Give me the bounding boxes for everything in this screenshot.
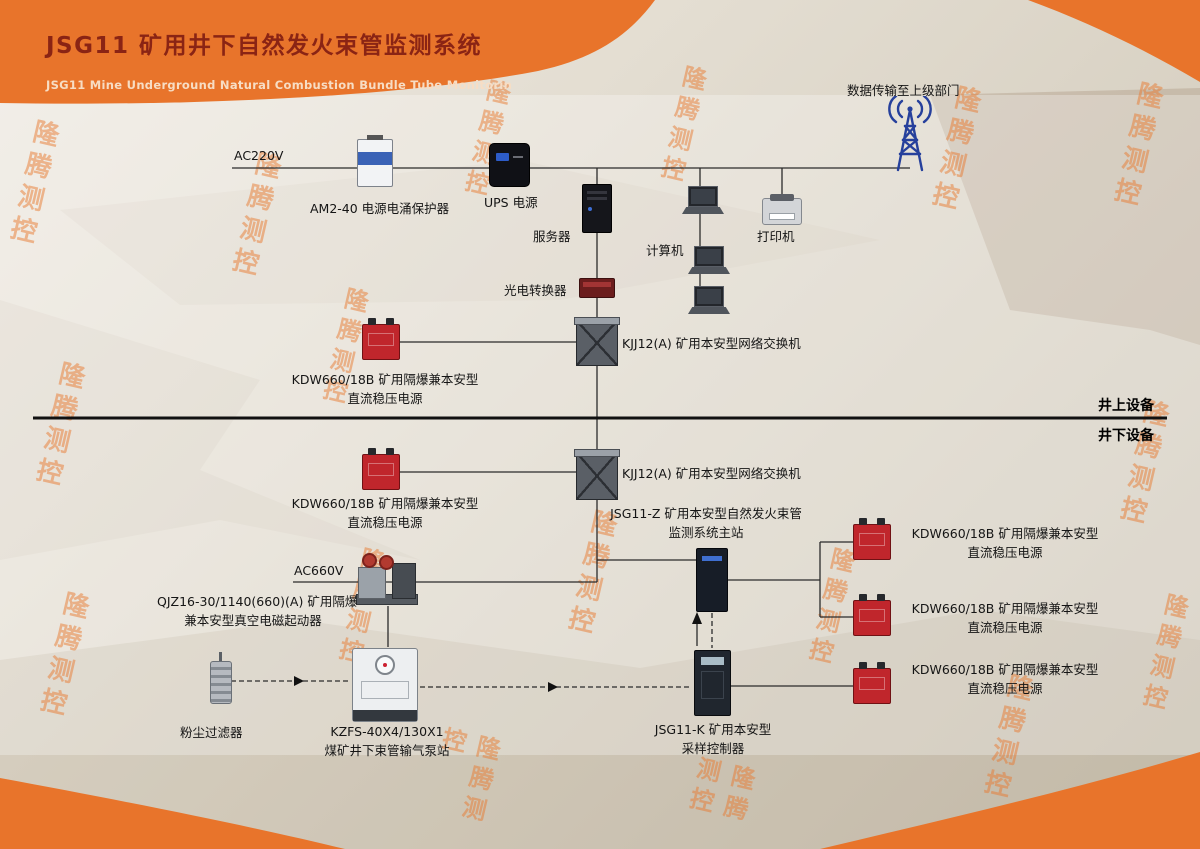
kdw-power-label-line1: KDW660/18B 矿用隔爆兼本安型 — [911, 662, 1099, 677]
underground-equipment-label: 井下设备 — [1098, 428, 1154, 444]
surface-equipment-label: 井上设备 — [1098, 398, 1154, 414]
bottom-right-swoosh — [820, 752, 1200, 849]
jsg11z-main-station-icon — [696, 548, 728, 612]
kdw-power-supply-icon — [362, 448, 400, 490]
computer-icon — [688, 286, 730, 314]
ups-icon — [489, 143, 530, 187]
kdw-power-supply-icon — [853, 518, 891, 560]
network-switch-label: KJJ12(A) 矿用本安型网络交换机 — [622, 466, 801, 481]
dust-filter-label: 粉尘过滤器 — [180, 725, 243, 740]
jsg11k-label-line2: 采样控制器 — [681, 740, 745, 756]
kdw-power-supply-icon — [362, 318, 400, 360]
qjz-starter-label: QJZ16-30/1140(660)(A) 矿用隔爆 兼本安型真空电磁起动器 — [157, 593, 358, 631]
kdw-power-label: KDW660/18B 矿用隔爆兼本安型 直流稳压电源 — [287, 371, 483, 409]
kzfs-pump-label: KZFS-40X4/130X1 煤矿井下束管输气泵站 — [312, 723, 462, 761]
qjz-label-line1: QJZ16-30/1140(660)(A) 矿用隔爆 — [157, 594, 358, 609]
qjz-starter-icon — [356, 553, 418, 605]
jsg11k-label-line1: JSG11-K 矿用本安型 — [654, 722, 772, 737]
jsg11k-sampling-controller-icon — [694, 650, 731, 716]
kdw-power-label-line2: 直流稳压电源 — [967, 680, 1043, 696]
computer-label: 计算机 — [646, 243, 684, 258]
computer-icon — [682, 186, 724, 214]
jsg11z-label-line1: JSG11-Z 矿用本安型自然发火束管 — [610, 506, 802, 521]
ups-label: UPS 电源 — [484, 195, 538, 210]
ac220v-label: AC220V — [234, 148, 284, 163]
flow-arrow-right — [294, 676, 304, 686]
kdw-power-label: KDW660/18B 矿用隔爆兼本安型 直流稳压电源 — [902, 600, 1108, 638]
printer-icon — [762, 194, 802, 225]
kdw-power-label: KDW660/18B 矿用隔爆兼本安型 直流稳压电源 — [902, 525, 1108, 563]
network-switch-icon — [574, 317, 620, 366]
kdw-power-label-line2: 直流稳压电源 — [347, 514, 423, 530]
qjz-label-line2: 兼本安型真空电磁起动器 — [184, 612, 322, 628]
network-switch-icon — [574, 449, 620, 500]
kdw-power-label-line2: 直流稳压电源 — [967, 544, 1043, 560]
kdw-power-label-line1: KDW660/18B 矿用隔爆兼本安型 — [291, 496, 479, 511]
page-title: JSG11 矿用井下自然发火束管监测系统 — [46, 33, 483, 59]
kdw-power-supply-icon — [853, 594, 891, 636]
kdw-power-label-line1: KDW660/18B 矿用隔爆兼本安型 — [911, 526, 1099, 541]
server-icon — [582, 184, 612, 233]
kdw-power-label: KDW660/18B 矿用隔爆兼本安型 直流稳压电源 — [902, 661, 1108, 699]
kdw-power-supply-icon — [853, 662, 891, 704]
header-band — [0, 0, 655, 104]
kdw-power-label-line1: KDW660/18B 矿用隔爆兼本安型 — [291, 372, 479, 387]
kzfs-pump-station-icon — [352, 648, 418, 722]
antenna-icon — [888, 96, 932, 172]
kdw-power-label-line1: KDW660/18B 矿用隔爆兼本安型 — [911, 601, 1099, 616]
optical-converter-icon — [579, 278, 615, 298]
optical-converter-label: 光电转换器 — [504, 283, 567, 298]
network-switch-label: KJJ12(A) 矿用本安型网络交换机 — [622, 336, 801, 351]
server-label: 服务器 — [533, 229, 571, 244]
kdw-power-label-line2: 直流稳压电源 — [967, 619, 1043, 635]
kdw-power-label: KDW660/18B 矿用隔爆兼本安型 直流稳压电源 — [287, 495, 483, 533]
surge-protector-icon — [357, 135, 393, 187]
jsg11z-label: JSG11-Z 矿用本安型自然发火束管 监测系统主站 — [608, 505, 804, 543]
computer-icon — [688, 246, 730, 274]
kzfs-label-line2: 煤矿井下束管输气泵站 — [324, 742, 450, 758]
uplink-label: 数据传输至上级部门 — [847, 83, 960, 98]
dust-filter-icon — [210, 652, 232, 704]
page-subtitle: JSG11 Mine Underground Natural Combustio… — [46, 78, 513, 92]
kzfs-label-line1: KZFS-40X4/130X1 — [330, 724, 444, 739]
surge-protector-label: AM2-40 电源电涌保护器 — [310, 201, 450, 216]
kdw-power-label-line2: 直流稳压电源 — [347, 390, 423, 406]
jsg11k-label: JSG11-K 矿用本安型 采样控制器 — [647, 721, 779, 759]
top-right-swoosh — [1028, 0, 1200, 82]
jsg11z-label-line2: 监测系统主站 — [668, 524, 744, 540]
bottom-left-swoosh — [0, 778, 345, 849]
flow-arrow-right — [548, 682, 558, 692]
ac660v-label: AC660V — [294, 563, 344, 578]
flow-arrow-up — [692, 612, 702, 624]
printer-label: 打印机 — [757, 229, 795, 244]
